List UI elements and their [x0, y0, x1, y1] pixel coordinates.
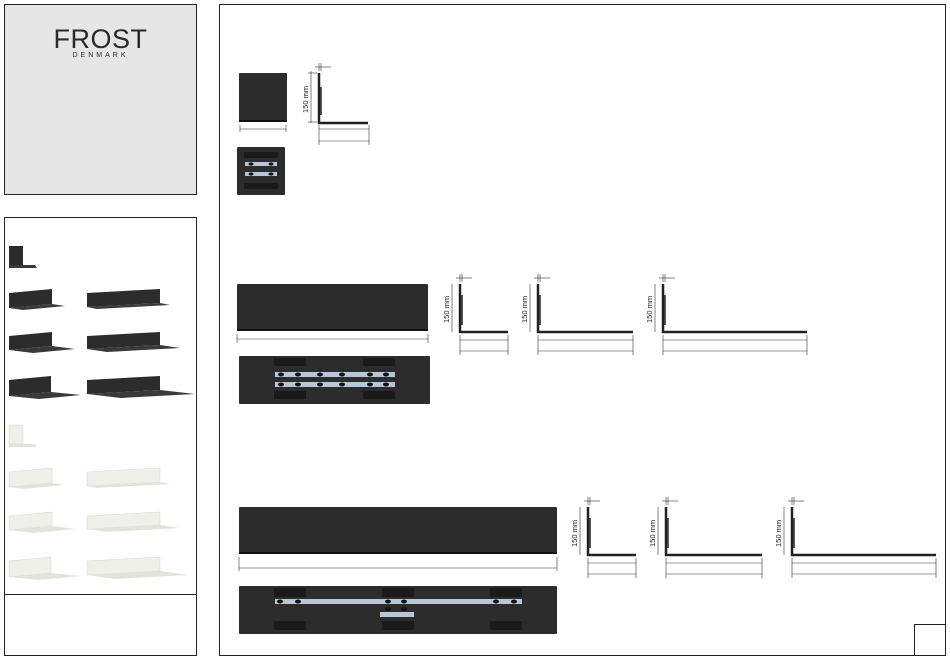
- brand-subtitle: DENMARK: [5, 52, 196, 59]
- section-medium-shelf: 150 mm 150 mm: [237, 274, 807, 404]
- drawing-sheet: 150 mm: [219, 4, 946, 656]
- front-view-medium: [237, 284, 428, 343]
- variant-black-large-c[interactable]: [87, 376, 195, 398]
- back-view-large: [239, 586, 557, 634]
- section-small-shelf: 150 mm: [237, 63, 369, 195]
- variant-black-small-a[interactable]: [9, 289, 65, 310]
- section-large-shelf: 150 mm 150 mm: [239, 497, 936, 634]
- variant-white-small-a[interactable]: [9, 468, 65, 489]
- variant-black-small-c[interactable]: [9, 376, 81, 399]
- front-view-large: [239, 507, 557, 571]
- technical-drawings: 150 mm: [220, 5, 945, 655]
- variant-white-large-c[interactable]: [87, 557, 189, 579]
- height-dim-large-c: 150 mm: [774, 520, 783, 547]
- back-view-small: [237, 147, 285, 195]
- side-view-large-a: 150 mm: [570, 497, 636, 578]
- side-view-large-b: 150 mm: [648, 497, 762, 578]
- side-view-large-c: 150 mm: [774, 497, 936, 578]
- variant-white-small-b[interactable]: [9, 512, 75, 533]
- side-view-medium-a: 150 mm: [442, 274, 508, 355]
- variant-white-large-a[interactable]: [87, 468, 170, 488]
- variant-thumbnails: [5, 218, 198, 596]
- variant-white-large-b[interactable]: [87, 512, 180, 532]
- height-dim-large-a: 150 mm: [570, 520, 579, 547]
- variant-black-small-b[interactable]: [9, 332, 75, 353]
- variant-black-large-a[interactable]: [87, 289, 170, 309]
- height-dim-large-b: 150 mm: [648, 520, 657, 547]
- height-dim-medium-b: 150 mm: [520, 296, 529, 323]
- variant-black-large-b[interactable]: [87, 332, 180, 352]
- variants-panel: [4, 217, 197, 595]
- height-dim-medium-a: 150 mm: [442, 296, 451, 323]
- height-dim-medium-c: 150 mm: [645, 296, 654, 323]
- variant-white-150[interactable]: [9, 425, 37, 447]
- height-dim-small: 150 mm: [301, 86, 310, 113]
- brand-logo: FROST: [5, 24, 196, 55]
- front-view-small: [239, 73, 287, 132]
- page-number-box: [914, 624, 945, 655]
- variant-black-150[interactable]: [9, 246, 37, 268]
- variant-white-small-c[interactable]: [9, 557, 81, 580]
- logo-panel: FROST DENMARK: [4, 4, 197, 195]
- side-view-medium-b: 150 mm: [520, 274, 633, 355]
- side-view-small: 150 mm: [301, 63, 369, 145]
- back-view-medium: [239, 356, 430, 404]
- notes-panel: [4, 594, 197, 656]
- side-view-medium-c: 150 mm: [645, 274, 807, 355]
